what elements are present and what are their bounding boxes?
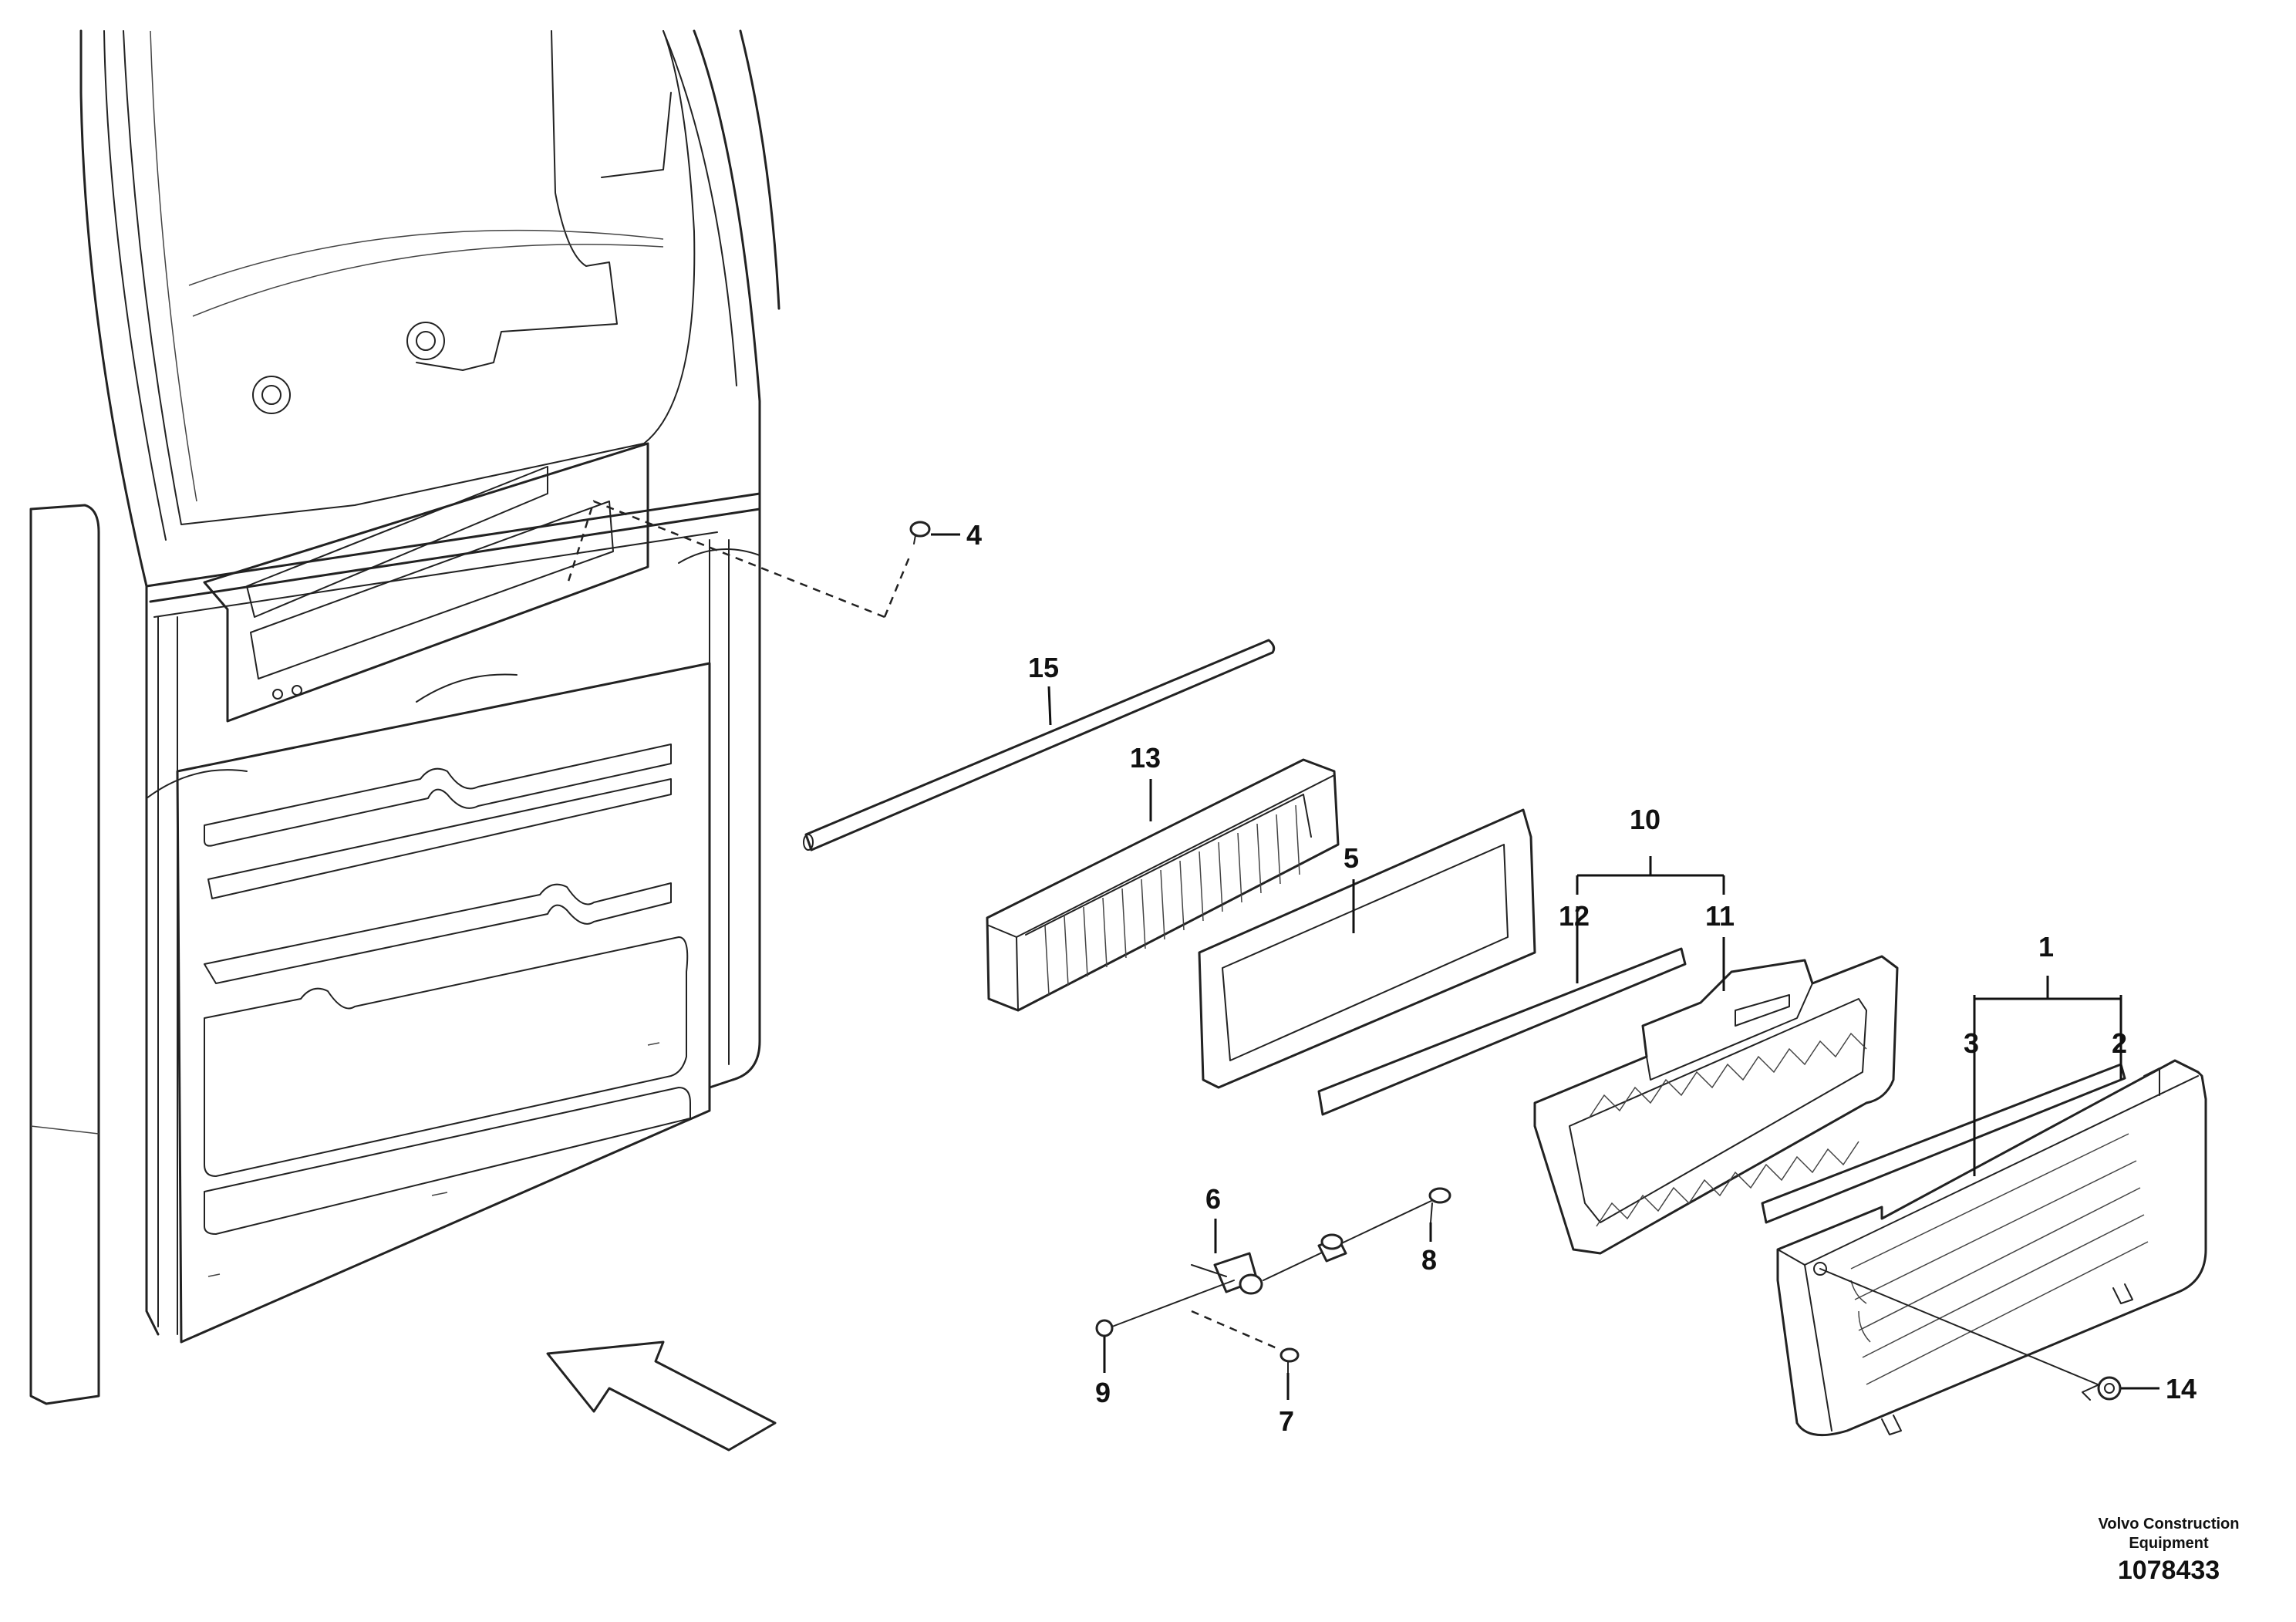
part-3-strip: [1761, 1063, 2126, 1224]
credit-line-2: Equipment: [2129, 1535, 2209, 1552]
part-11-holder-frame: [1533, 955, 1899, 1255]
callout-11: 11: [1705, 900, 1735, 932]
part-13-filter: [986, 758, 1340, 1012]
part-12-strip: [1317, 947, 1687, 1116]
callout-6: 6: [1205, 1183, 1221, 1215]
callout-12: 12: [1559, 900, 1590, 932]
part-2-cover: [1776, 1059, 2207, 1437]
callout-1: 1: [2038, 931, 2054, 963]
callout-14: 14: [2166, 1373, 2197, 1404]
leader-lines: [931, 533, 2159, 1400]
part-9-nut: [1095, 1280, 1235, 1337]
callout-9: 9: [1095, 1377, 1111, 1408]
part-15-seal-strip: [803, 639, 1276, 851]
part-8-bolt: [1263, 1187, 1451, 1281]
part-14-lock: [1819, 1268, 2122, 1401]
callout-5: 5: [1344, 842, 1359, 874]
callout-8: 8: [1421, 1244, 1437, 1276]
callout-2: 2: [2112, 1027, 2127, 1059]
drawing-number: 1078433: [2118, 1556, 2220, 1585]
callout-10: 10: [1630, 804, 1660, 835]
alignment-line: [883, 555, 912, 618]
part-7-screw: [1191, 1310, 1300, 1374]
part-6-hinge: [1191, 1252, 1263, 1295]
direction-arrow-icon: [546, 1340, 777, 1452]
callout-4: 4: [966, 519, 982, 551]
credit-line-1: Volvo Construction: [2099, 1516, 2240, 1533]
callout-13: 13: [1130, 742, 1161, 774]
callout-3: 3: [1964, 1027, 1979, 1059]
callout-15: 15: [1028, 652, 1059, 683]
part-5-gasket: [1198, 808, 1536, 1089]
part-4-screw: [909, 521, 931, 545]
cab-rear-panel: [29, 29, 781, 1405]
callout-7: 7: [1279, 1405, 1294, 1437]
